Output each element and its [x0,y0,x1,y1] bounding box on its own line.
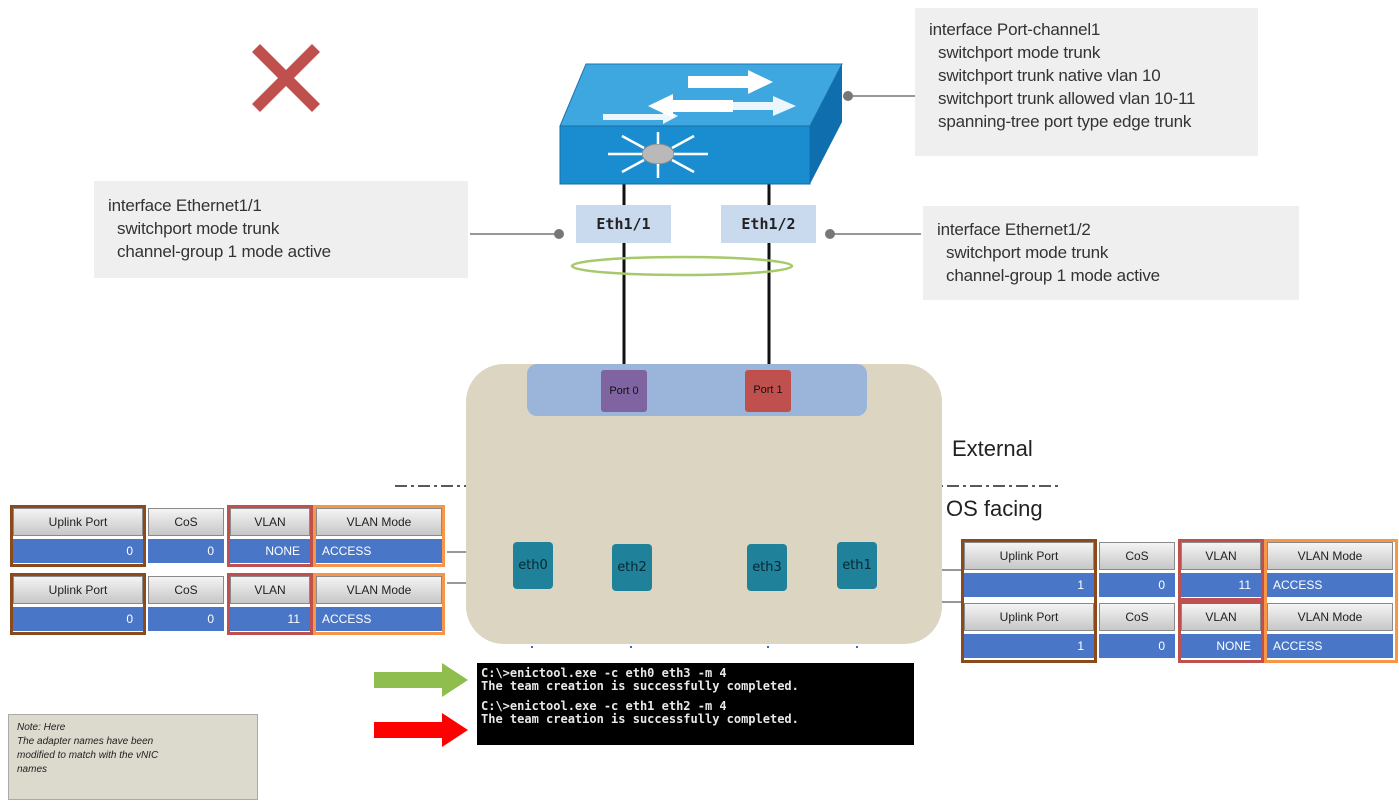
header-uplink-port: Uplink Port [13,576,143,604]
port-0: Port 0 [601,370,647,412]
config-line: channel-group 1 mode active [108,242,331,261]
uplink-value: 0 [13,607,143,631]
switch-port-eth1-1: Eth1/1 [576,205,671,243]
vlan-mode-value: ACCESS [316,539,442,563]
cos-value: 0 [148,539,224,563]
header-uplink-port: Uplink Port [964,542,1094,570]
config-line: switchport mode trunk [929,43,1101,62]
header-cos: CoS [1099,542,1175,570]
note-box: Note: Here The adapter names have been m… [8,714,258,800]
eth11-config: interface Ethernet1/1 switchport mode tr… [94,181,468,278]
config-line: interface Ethernet1/1 [108,196,262,215]
cos-value: 0 [148,607,224,631]
cos-value: 0 [1099,573,1175,597]
note-line: Note: Here [17,722,66,733]
eth0-interface: eth0 [513,542,553,589]
port-1: Port 1 [745,370,791,412]
header-vlan: VLAN [1181,542,1261,570]
red-arrow-icon [374,713,468,747]
config-line: switchport trunk allowed vlan 10-11 [929,89,1196,108]
header-vlan-mode: VLAN Mode [316,508,442,536]
portchannel-config: interface Port-channel1 switchport mode … [915,8,1258,156]
vnic-table-left: Uplink Port CoS VLAN VLAN Mode 0 0 NONE … [10,505,447,635]
vlan-mode-value: ACCESS [316,607,442,631]
header-cos: CoS [148,508,224,536]
console-line: The team creation is successfully comple… [481,712,799,726]
note-line: The adapter names have been [17,736,154,747]
header-vlan: VLAN [230,508,310,536]
header-vlan-mode: VLAN Mode [1267,603,1393,631]
header-uplink-port: Uplink Port [964,603,1094,631]
switch-icon [559,63,843,185]
green-arrow-icon [374,663,468,697]
config-line: switchport mode trunk [108,219,280,238]
note-line: names [17,764,48,775]
config-line: channel-group 1 mode active [937,266,1160,285]
eth12-config: interface Ethernet1/2 switchport mode tr… [923,206,1299,300]
vlan-value: 11 [1181,573,1261,597]
cross-icon [252,44,320,112]
config-line: interface Ethernet1/2 [937,220,1091,239]
console-line: The team creation is successfully comple… [481,679,799,693]
config-line: interface Port-channel1 [929,20,1101,39]
config-line: spanning-tree port type edge trunk [929,112,1192,131]
switch-port-eth1-2: Eth1/2 [721,205,816,243]
header-vlan-mode: VLAN Mode [316,576,442,604]
uplink-value: 1 [964,573,1094,597]
header-vlan: VLAN [1181,603,1261,631]
header-cos: CoS [1099,603,1175,631]
header-uplink-port: Uplink Port [13,508,143,536]
eth2-interface: eth2 [612,544,652,591]
uplink-port-strip [527,364,867,416]
header-cos: CoS [148,576,224,604]
console-line: C:\>enictool.exe -c eth0 eth3 -m 4 [481,666,727,680]
cos-value: 0 [1099,634,1175,658]
eth3-interface: eth3 [747,544,787,591]
vlan-value: NONE [230,539,310,563]
command-console: C:\>enictool.exe -c eth0 eth3 -m 4 The t… [477,663,914,745]
vnic-table-right: Uplink Port CoS VLAN VLAN Mode 1 0 11 AC… [961,539,1398,663]
external-label: External [952,436,1033,461]
eth1-interface: eth1 [837,542,877,589]
header-vlan-mode: VLAN Mode [1267,542,1393,570]
vlan-value: 11 [230,607,310,631]
console-line: C:\>enictool.exe -c eth1 eth2 -m 4 [481,699,727,713]
vlan-value: NONE [1181,634,1261,658]
header-vlan: VLAN [230,576,310,604]
vlan-mode-value: ACCESS [1267,634,1393,658]
note-line: modified to match with the vNIC [17,750,159,761]
uplink-value: 0 [13,539,143,563]
config-line: switchport mode trunk [937,243,1109,262]
vlan-mode-value: ACCESS [1267,573,1393,597]
os-facing-label: OS facing [946,496,1043,521]
uplink-value: 1 [964,634,1094,658]
config-line: switchport trunk native vlan 10 [929,66,1161,85]
